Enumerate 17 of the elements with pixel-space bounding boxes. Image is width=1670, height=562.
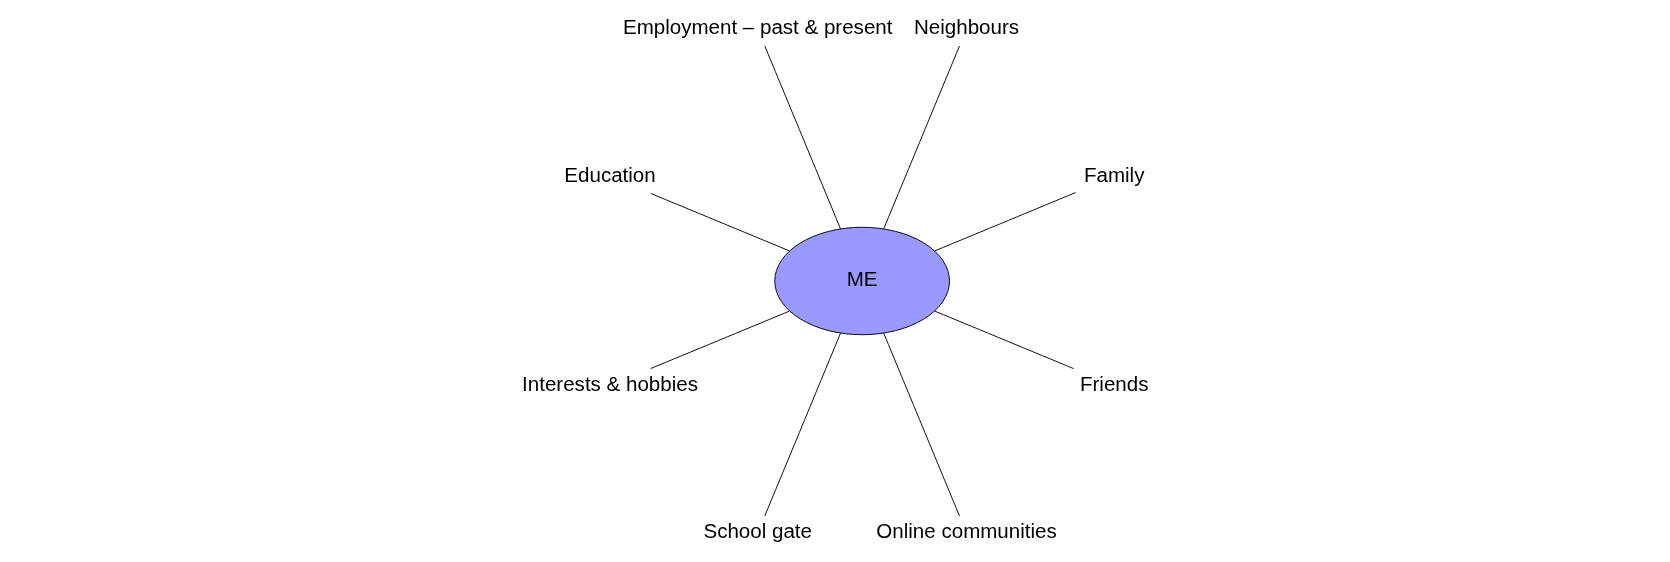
connector (882, 332, 960, 517)
node-text: Employment – past & present (622, 15, 892, 39)
connector (933, 192, 1076, 252)
node-text: School gate (702, 519, 812, 543)
connector (649, 193, 790, 252)
node-text: Online communities (875, 519, 1057, 543)
connector (763, 332, 841, 517)
connector (763, 45, 841, 230)
connector (882, 45, 960, 230)
node-ellipse: ME (773, 226, 950, 336)
connector (649, 310, 790, 369)
connector (933, 310, 1074, 369)
node-text: Neighbours (913, 15, 1019, 39)
node-text: Friends (1079, 371, 1148, 395)
node-text: Education (563, 162, 656, 186)
node-text: Family (1083, 162, 1144, 186)
node-text: Interests & hobbies (521, 371, 698, 395)
